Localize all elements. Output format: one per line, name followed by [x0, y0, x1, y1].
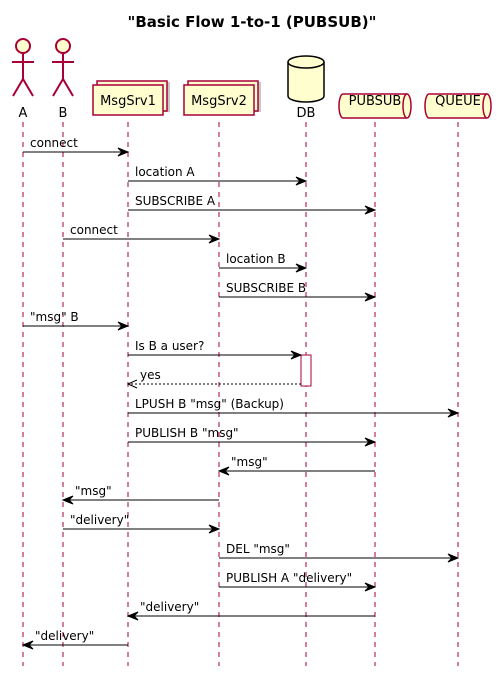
message-label: PUBLISH B "msg": [135, 426, 239, 440]
collections-icon: [92, 80, 170, 116]
message-1: connect: [23, 136, 130, 157]
message-11: PUBLISH B "msg": [128, 426, 377, 447]
message-label: SUBSCRIBE B: [226, 281, 306, 295]
message-15: DEL "msg": [219, 542, 460, 563]
message-8: Is B a user?: [128, 339, 303, 360]
participant-label-msgsrv2: MsgSrv2: [191, 94, 247, 109]
message-label: location A: [135, 165, 195, 179]
message-arrowhead: [364, 437, 377, 447]
actor-icon: [12, 38, 34, 97]
message-4: connect: [63, 223, 221, 244]
message-2: location A: [128, 165, 308, 186]
message-label: yes: [140, 368, 161, 382]
message-label: connect: [70, 223, 118, 237]
message-arrowhead: [364, 582, 377, 592]
message-12: "msg": [217, 455, 375, 476]
message-arrowhead: [126, 379, 138, 389]
participant-label-queue: QUEUE: [435, 94, 481, 109]
participant-label-a: A: [19, 106, 28, 121]
message-arrowhead: [117, 321, 130, 331]
message-18: "delivery": [21, 629, 128, 650]
participant-label-db: DB: [297, 106, 316, 121]
message-label: "msg": [231, 455, 268, 469]
message-arrowhead: [21, 640, 34, 650]
message-arrowhead: [295, 176, 308, 186]
message-label: PUBLISH A "delivery": [226, 571, 352, 585]
message-label: "delivery": [140, 600, 199, 614]
message-label: connect: [30, 136, 78, 150]
message-arrowhead: [447, 408, 460, 418]
message-label: Is B a user?: [135, 339, 204, 353]
participant-msgsrv2: MsgSrv2: [183, 80, 261, 116]
message-arrowhead: [61, 495, 74, 505]
message-label: "delivery": [70, 513, 129, 527]
message-label: "msg" B: [30, 310, 79, 324]
message-17: "delivery": [126, 600, 375, 621]
participant-b: B: [52, 38, 74, 121]
participant-label-msgsrv1: MsgSrv1: [100, 94, 156, 109]
participant-label-b: B: [59, 106, 68, 121]
messages: connect location A SUBSCRIBE A connect locat…: [21, 136, 460, 650]
lifelines: [22, 122, 459, 666]
message-label: DEL "msg": [226, 542, 290, 556]
participant-pubsub: PUBSUB: [338, 93, 412, 119]
participant-label-pubsub: PUBSUB: [349, 94, 402, 109]
queue-icon: [338, 93, 412, 119]
participant-db: DB: [287, 55, 325, 121]
message-arrowhead: [208, 524, 221, 534]
participant-queue: QUEUE: [424, 93, 492, 119]
message-arrowhead: [364, 292, 377, 302]
message-label: LPUSH B "msg" (Backup): [135, 397, 284, 411]
message-14: "delivery": [63, 513, 221, 534]
message-16: PUBLISH A "delivery": [219, 571, 377, 592]
message-arrowhead: [290, 350, 303, 360]
message-arrowhead: [126, 611, 139, 621]
message-label: "delivery": [35, 629, 94, 643]
message-10: LPUSH B "msg" (Backup): [128, 397, 460, 418]
activation-bar-db: [300, 354, 312, 387]
actor-icon: [52, 38, 74, 97]
message-arrowhead: [447, 553, 460, 563]
participant-a: A: [12, 38, 34, 121]
database-icon: [287, 55, 325, 103]
message-arrowhead: [217, 466, 230, 476]
message-arrowhead: [117, 147, 130, 157]
message-arrowhead: [295, 263, 308, 273]
message-7: "msg" B: [23, 310, 130, 331]
collections-icon: [183, 80, 261, 116]
message-5: location B: [219, 252, 308, 273]
message-6: SUBSCRIBE B: [219, 281, 377, 302]
queue-icon: [424, 93, 492, 119]
diagram-title: "Basic Flow 1-to-1 (PUBSUB)": [128, 13, 377, 31]
message-13: "msg": [61, 484, 219, 505]
message-arrowhead: [364, 205, 377, 215]
message-label: location B: [226, 252, 286, 266]
message-arrowhead: [208, 234, 221, 244]
message-3: SUBSCRIBE A: [128, 194, 377, 215]
participant-msgsrv1: MsgSrv1: [92, 80, 170, 116]
message-label: "msg": [75, 484, 112, 498]
message-label: SUBSCRIBE A: [135, 194, 216, 208]
activation-bars: [300, 354, 312, 387]
message-9: yes: [126, 368, 301, 389]
